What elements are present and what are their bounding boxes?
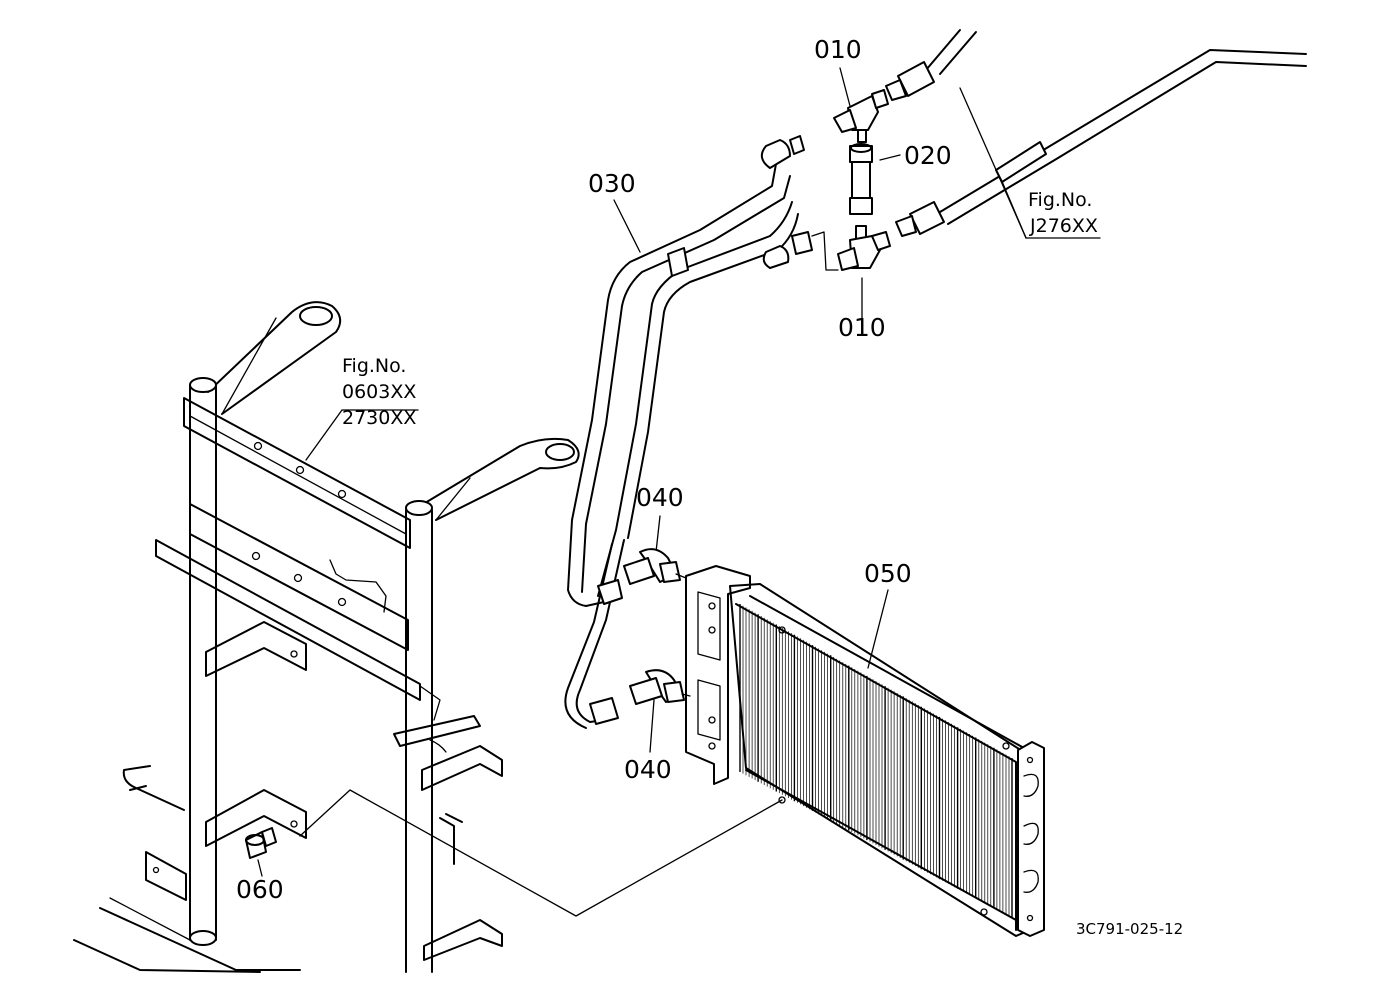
callout-010-bottom: 010 (838, 313, 886, 342)
figure-reference-j276: Fig.No. J276XX (1028, 189, 1098, 237)
fig-ref-code: 0603XX (342, 381, 416, 403)
callout-060: 060 (236, 875, 284, 904)
elbow-fitting-040-bottom[interactable] (589, 669, 685, 725)
fig-ref-code: 2730XX (342, 407, 416, 429)
fig-ref-label: Fig.No. (342, 355, 406, 377)
callout-020: 020 (904, 141, 952, 170)
oil-cooler-050[interactable] (597, 565, 1045, 937)
cooler-fins (739, 604, 1013, 918)
callout-040-top: 040 (636, 483, 684, 512)
fig-ref-code: J276XX (1029, 215, 1098, 237)
callout-050: 050 (864, 559, 912, 588)
filter-020[interactable] (849, 143, 873, 215)
drawing-code: 3C791-025-12 (1076, 920, 1183, 938)
callout-010-top: 010 (814, 35, 862, 64)
elbow-fitting-040-top[interactable] (623, 548, 681, 585)
tee-fitting-010-top[interactable] (833, 89, 889, 143)
fig-ref-label: Fig.No. (1028, 189, 1092, 211)
callout-030: 030 (588, 169, 636, 198)
callout-040-bottom: 040 (624, 755, 672, 784)
tee-fitting-010-bottom[interactable] (837, 225, 891, 271)
plug-060[interactable] (245, 827, 277, 859)
figure-reference-frame: Fig.No. 0603XX 2730XX (342, 355, 416, 429)
pipes-right (885, 29, 1307, 237)
callout-labels: 010 020 030 010 040 040 050 060 (236, 35, 952, 904)
hose-line-030 (564, 135, 839, 729)
frame-assembly (73, 301, 580, 973)
